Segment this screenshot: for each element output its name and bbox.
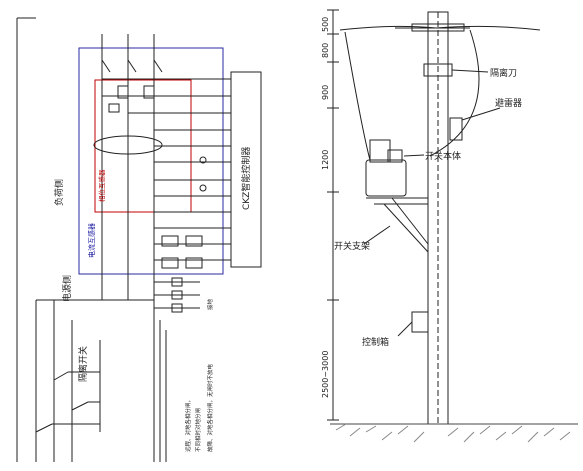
coils bbox=[108, 85, 207, 269]
manual-switch-label: 隔离开关 bbox=[77, 346, 89, 382]
dimension-line bbox=[327, 9, 339, 421]
note-line-1: 远程、对地各相分闸， bbox=[184, 397, 192, 452]
dim-1200: 1200 bbox=[321, 150, 330, 170]
load-side-label: 负荷侧 bbox=[53, 179, 65, 206]
ct-label: 电流互感器 bbox=[87, 223, 96, 258]
power-side-label: 电源侧 bbox=[61, 275, 73, 302]
ckz-controller-box bbox=[230, 71, 262, 268]
note-line-3: 故障、对地各相分闸，无闸时不放电 bbox=[206, 363, 214, 452]
isolating-knife-label: 隔离刀 bbox=[490, 67, 517, 79]
controller-frame bbox=[78, 47, 224, 275]
cross-arm bbox=[411, 23, 465, 32]
phase-lines bbox=[101, 34, 231, 300]
dim-800: 800 bbox=[321, 43, 330, 58]
note-line-2: 不同相时对地分闸 bbox=[194, 408, 202, 452]
switch-body-label: 开关本体 bbox=[425, 150, 461, 162]
switch-bracket-label: 开关支架 bbox=[334, 240, 370, 252]
arrester-label: 避雷器 bbox=[495, 97, 522, 109]
ground-hatch bbox=[330, 423, 578, 443]
current-sensor-ellipse bbox=[93, 135, 163, 155]
red-box-label: 相位互感器 bbox=[97, 169, 106, 202]
pole-installation: 500 800 900 1200 2500~3000 隔离刀 避雷器 bbox=[321, 9, 578, 443]
switch-body bbox=[365, 139, 407, 197]
overhead-wires bbox=[339, 25, 541, 161]
dim-500: 500 bbox=[321, 17, 330, 32]
pole bbox=[427, 11, 449, 425]
ckz-controller-label: CKZ智能控制器 bbox=[240, 147, 252, 210]
wiring-diagram: CKZ智能控制器 bbox=[16, 17, 262, 462]
control-box bbox=[411, 311, 429, 333]
control-box-label: 控制箱 bbox=[362, 336, 389, 348]
dim-900: 900 bbox=[321, 85, 330, 100]
ground-label: 接地 bbox=[206, 298, 214, 310]
arrester bbox=[449, 117, 463, 141]
dim-2500-3000: 2500~3000 bbox=[321, 351, 330, 398]
switch-bracket bbox=[366, 197, 429, 253]
